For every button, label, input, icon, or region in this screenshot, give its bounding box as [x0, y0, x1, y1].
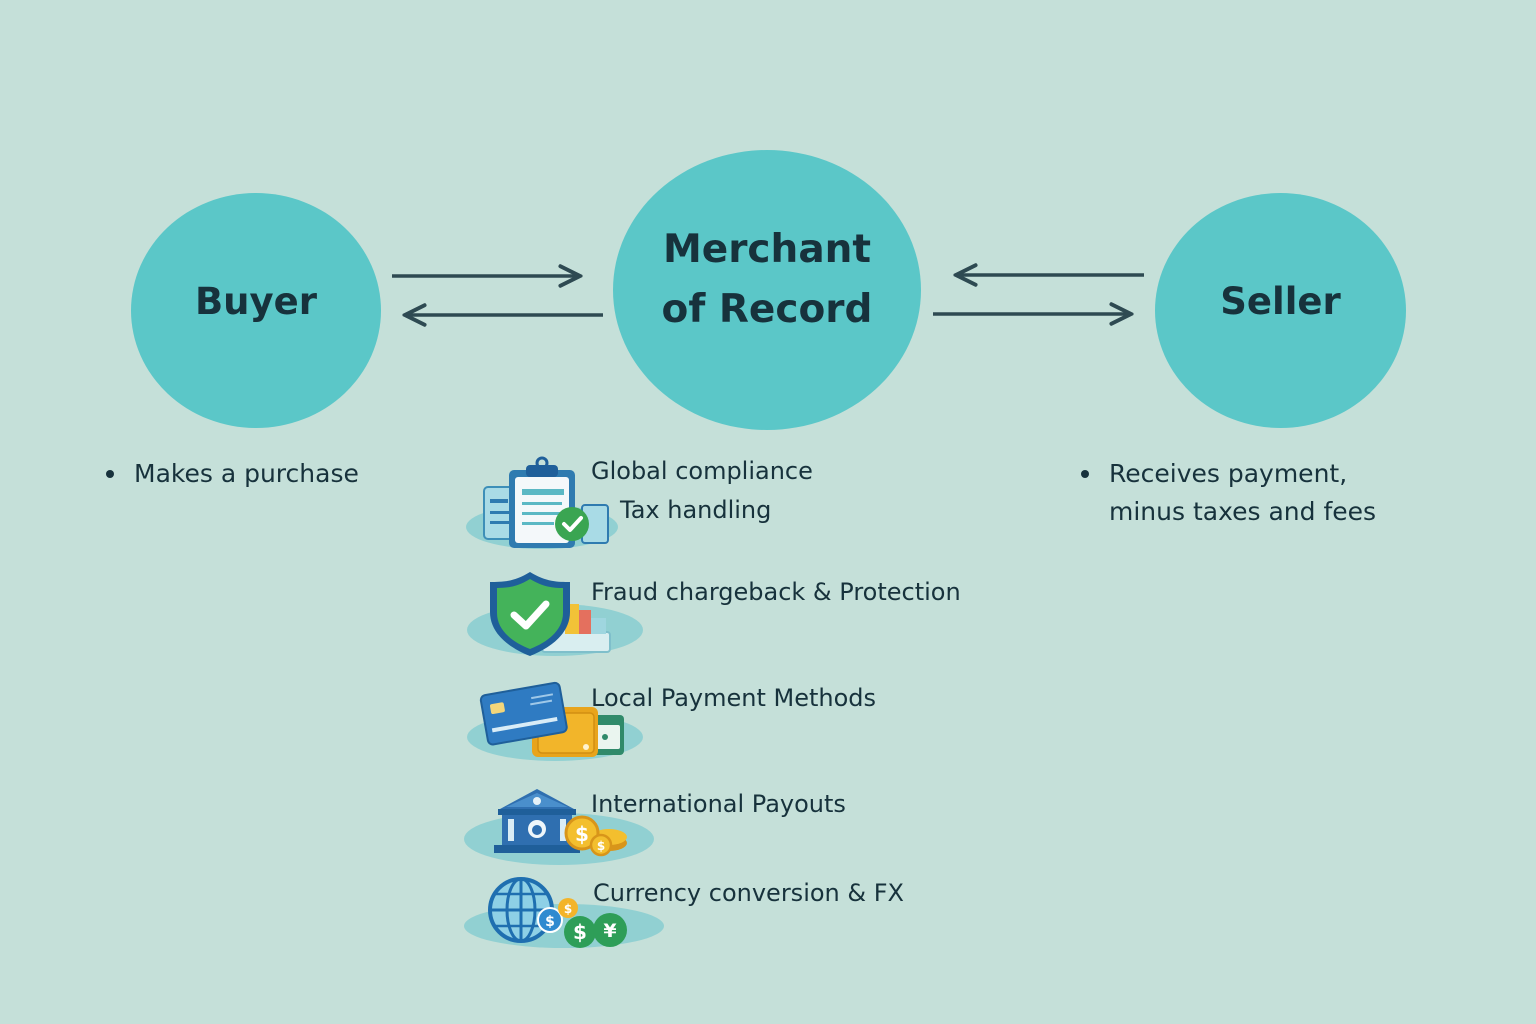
mor-label-line1: Merchant: [662, 227, 872, 272]
svg-text:$: $: [597, 839, 605, 853]
seller-node: Seller: [1155, 193, 1406, 428]
merchant-of-record-node: Merchant of Record: [613, 150, 921, 430]
svg-text:$: $: [545, 914, 555, 930]
buyer-label: Buyer: [194, 280, 317, 323]
service-international-payouts: $ $ International Payouts: [462, 781, 1062, 881]
service-label: Currency conversion & FX: [593, 879, 904, 907]
service-local-payment-methods: Local Payment Methods: [462, 675, 1062, 775]
credit-card-wallet-icon: [467, 681, 643, 761]
buyer-note: Makes a purchase: [134, 459, 359, 488]
svg-text:$: $: [575, 822, 589, 846]
svg-text:$: $: [573, 920, 587, 944]
seller-note: Receives payment, minus taxes and fees: [1109, 459, 1377, 526]
bullet-icon: [106, 470, 114, 478]
service-sublabel: Tax handling: [620, 496, 772, 524]
clipboard-check-icon: [466, 456, 618, 549]
bullet-icon: [1081, 470, 1089, 478]
seller-notes: Receives payment, minus taxes and fees: [1081, 455, 1441, 531]
mor-label-line2: of Record: [661, 287, 873, 332]
seller-label: Seller: [1220, 280, 1341, 323]
service-currency-conversion: $ $ $ ¥ Currency conversion & FX: [462, 870, 1062, 970]
buyer-notes: Makes a purchase: [106, 455, 426, 493]
shield-check-icon: [467, 572, 643, 656]
merchant-of-record-label: Merchant of Record: [662, 220, 873, 340]
svg-text:¥: ¥: [603, 920, 616, 942]
buyer-node: Buyer: [131, 193, 381, 428]
service-fraud-protection: Fraud chargeback & Protection: [462, 568, 1062, 668]
globe-currency-icon: $ $ $ ¥: [464, 877, 664, 948]
bank-coins-icon: $ $: [464, 789, 654, 865]
service-label: Global compliance: [591, 457, 813, 485]
service-label: International Payouts: [591, 790, 846, 818]
svg-text:$: $: [564, 902, 572, 916]
service-global-compliance: Global compliance Tax handling: [462, 455, 1062, 555]
service-label: Fraud chargeback & Protection: [591, 578, 961, 606]
service-label: Local Payment Methods: [591, 684, 877, 712]
